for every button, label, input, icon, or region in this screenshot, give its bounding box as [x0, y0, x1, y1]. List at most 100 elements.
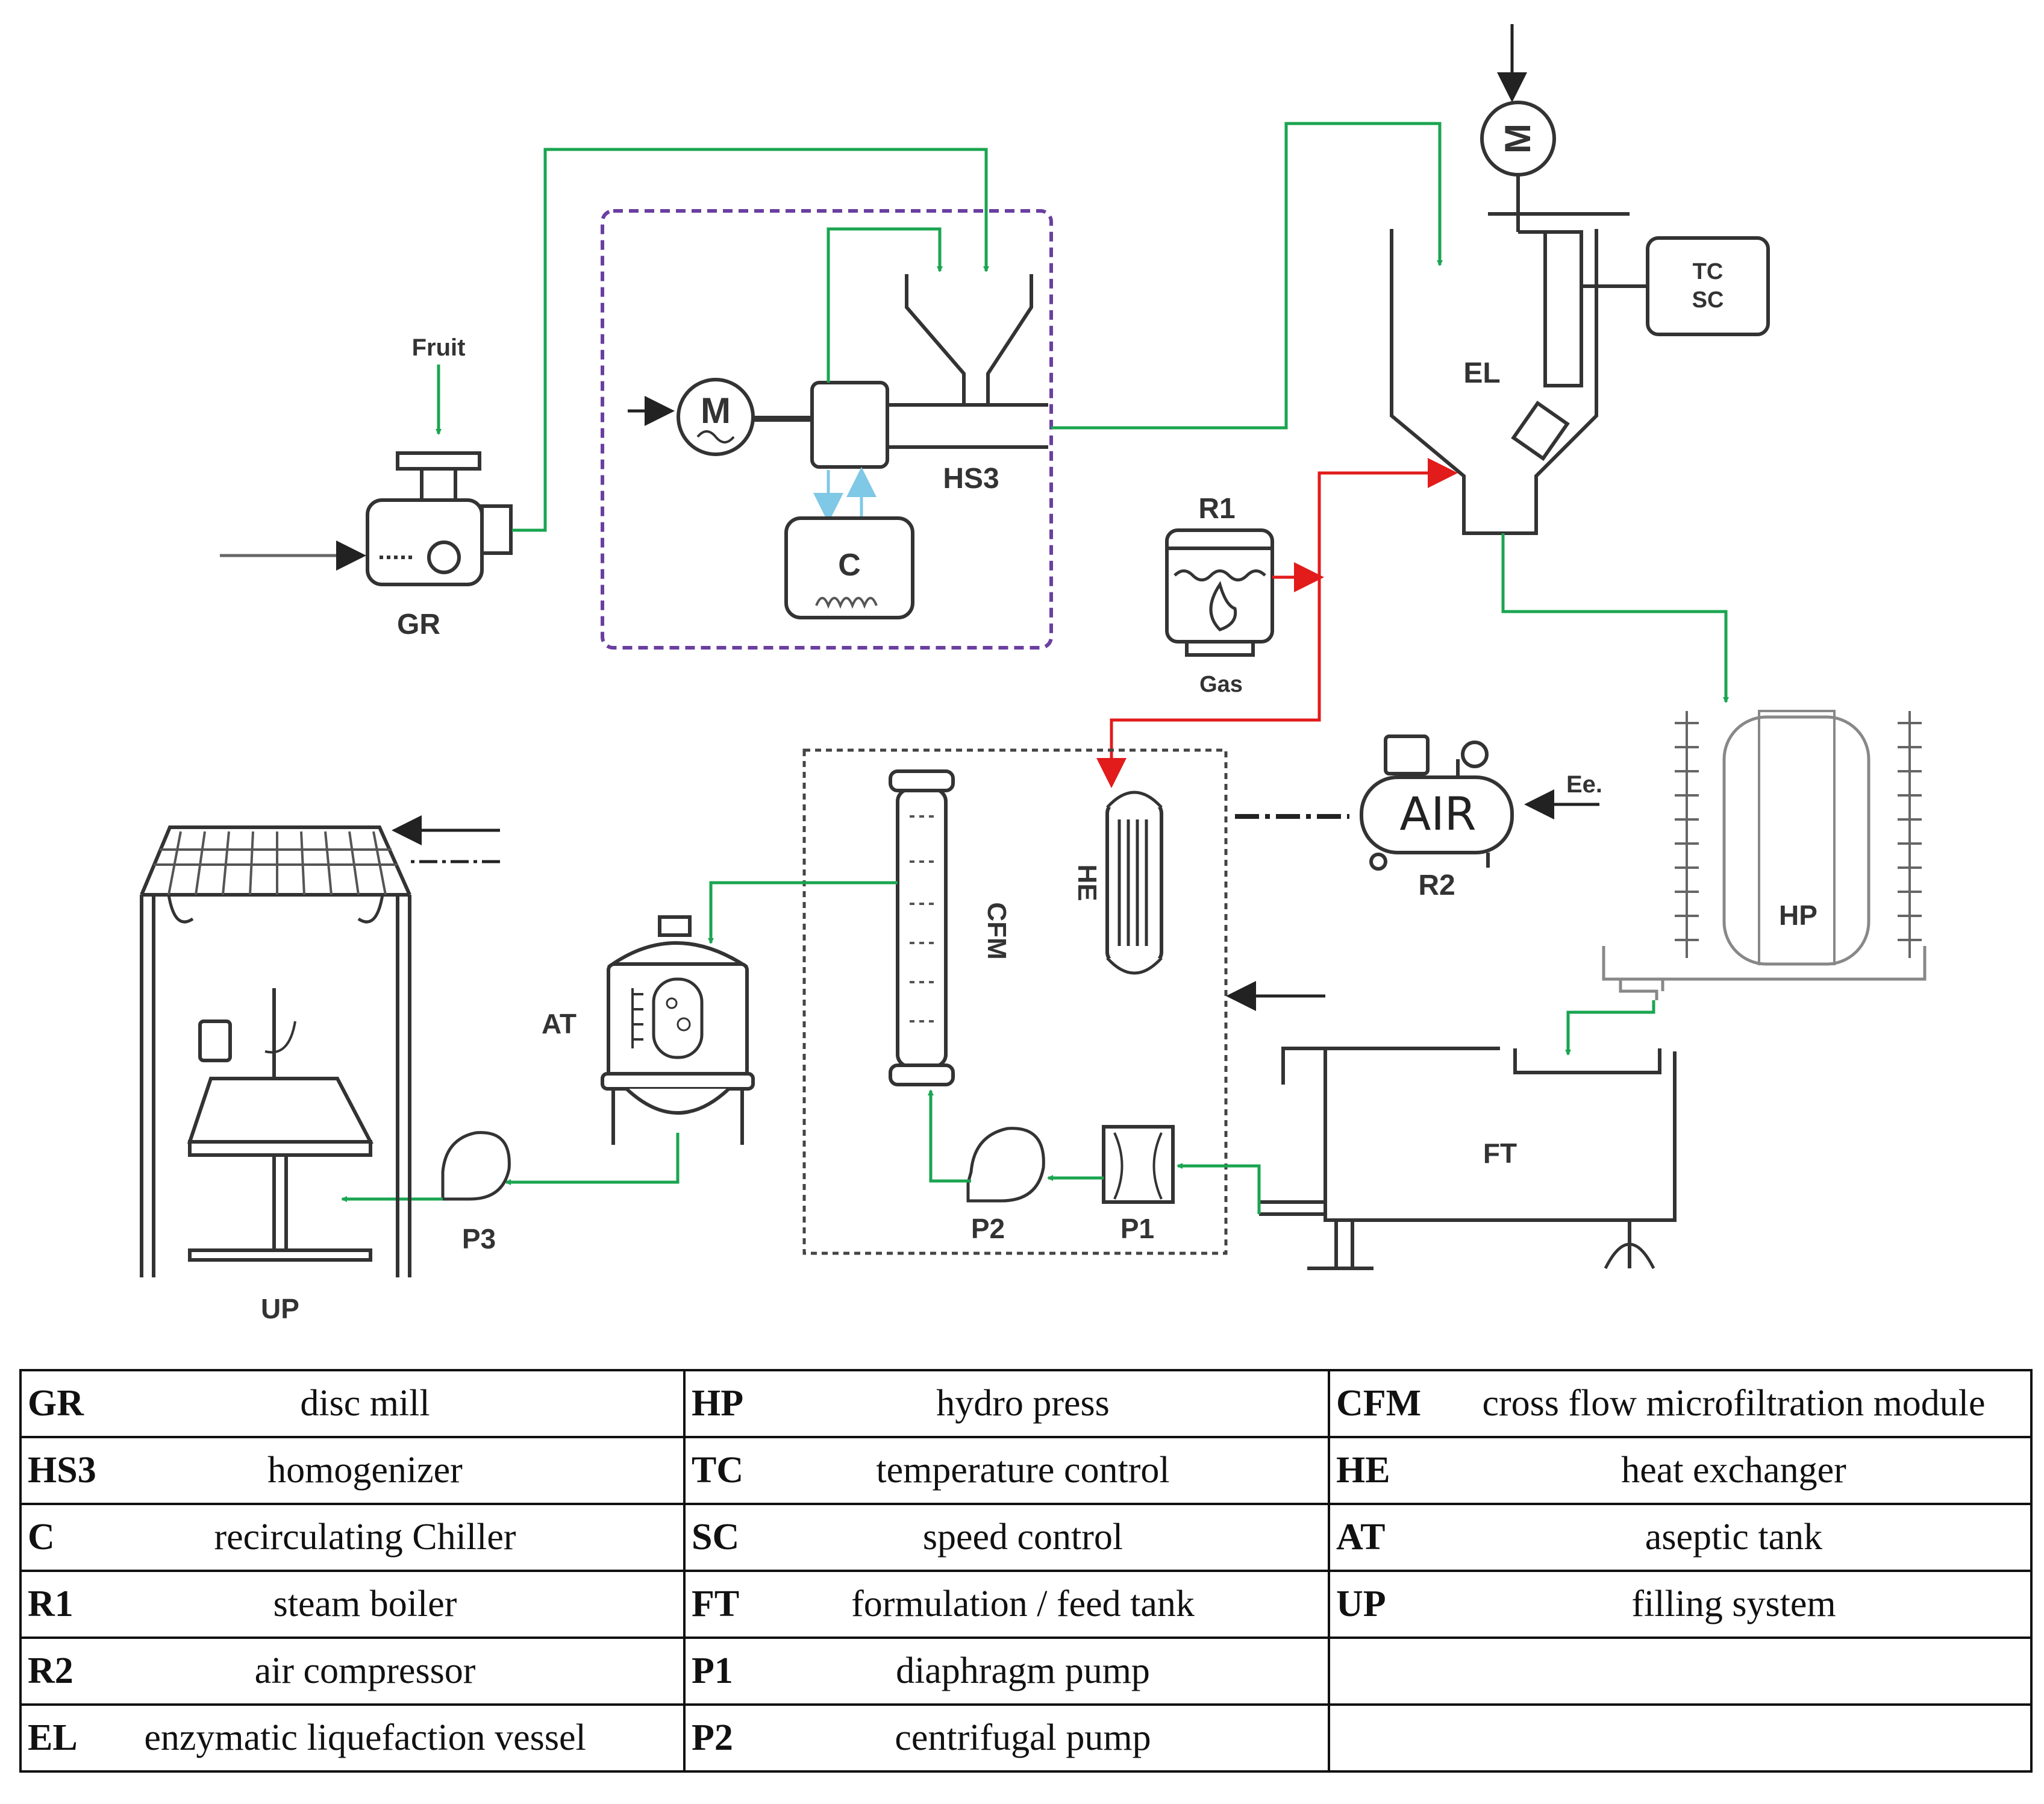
homogenizer-hs3: M C HS3	[601, 209, 1053, 650]
legend-abbreviation: FT	[692, 1583, 740, 1624]
flow-gr-to-hs3	[512, 148, 989, 532]
mill-hopper	[396, 451, 481, 471]
process-flow-diagram: Fruit GR M C HS3 M	[140, 24, 1927, 1324]
legend-abbreviation: GR	[28, 1383, 84, 1424]
hp-tray	[1602, 946, 1927, 981]
legend-description: aseptic tank	[1645, 1517, 1823, 1558]
at-bottom-dome	[625, 1087, 731, 1115]
at-band	[601, 1072, 755, 1091]
r2-label: R2	[1418, 869, 1455, 901]
centrifugal-pump-p2	[966, 1127, 1045, 1203]
legend-cell	[1328, 1703, 2033, 1773]
up-hook-left	[167, 894, 194, 924]
legend-description: enzymatic liquefaction vessel	[144, 1717, 586, 1758]
legend-description: heat exchanger	[1621, 1450, 1846, 1491]
feed-tank-ft: FT	[1259, 1047, 1677, 1270]
fruit-label: Fruit	[412, 334, 466, 361]
ee-label: Ee.	[1566, 771, 1602, 798]
hp-drum-band	[1758, 710, 1836, 965]
hp-label: HP	[1779, 900, 1817, 931]
p1-label: P1	[1120, 1213, 1154, 1244]
legend-abbreviation: R1	[28, 1583, 73, 1624]
flow-p2-to-cfm	[928, 1089, 971, 1183]
legend-abbreviation: C	[28, 1517, 55, 1558]
legend-abbreviation: UP	[1336, 1583, 1386, 1624]
filtration-module: CFM HE P1 P2	[802, 748, 1325, 1255]
legend-description: disc mill	[300, 1383, 430, 1424]
p2-label: P2	[971, 1213, 1005, 1244]
gr-label: GR	[397, 609, 440, 640]
at-top-nozzle	[658, 915, 692, 937]
legend-abbreviation: SC	[692, 1517, 740, 1558]
legend-abbreviation: TC	[692, 1450, 744, 1491]
flow-cfm-to-at	[708, 881, 898, 944]
he-body	[1105, 800, 1163, 966]
hs3-motor-label: M	[701, 390, 731, 431]
compressor-tank	[1360, 775, 1514, 854]
chiller-label: C	[838, 548, 861, 583]
legend-description: cross flow microfiltration module	[1482, 1383, 1986, 1424]
he-tubes	[1117, 819, 1148, 946]
compressor-wheel	[1369, 853, 1387, 871]
legend-abbreviation: R2	[28, 1650, 73, 1691]
flow-hs3-to-el	[1051, 122, 1443, 430]
legend-cell: R1 steam boiler	[19, 1570, 686, 1639]
boiler-flame-icon	[1209, 581, 1237, 631]
up-label: UP	[261, 1293, 299, 1324]
air-label: AIR	[1399, 787, 1476, 841]
cfm-membrane-marks	[910, 815, 937, 1023]
el-vessel-wall	[1390, 229, 1598, 535]
pump-p3	[441, 1131, 511, 1201]
up-hose	[264, 1021, 296, 1054]
at-bubble-icon	[666, 997, 678, 1009]
legend-abbreviation: AT	[1336, 1517, 1386, 1558]
aseptic-tank-at: AT	[542, 915, 755, 1145]
at-level-scale	[631, 988, 643, 1048]
legend-cell: SC speed control	[683, 1503, 1330, 1572]
legend-description: centrifugal pump	[895, 1717, 1151, 1758]
legend-cell	[1328, 1636, 2033, 1706]
air-compressor-r2: AIR Ee. R2	[1360, 734, 1602, 901]
gas-label: Gas	[1199, 672, 1243, 697]
pressure-gauge-icon	[1461, 741, 1489, 768]
legend-description: recirculating Chiller	[214, 1517, 516, 1558]
legend-abbreviation: HP	[692, 1383, 744, 1424]
flow-hs3-recirculation	[827, 227, 943, 383]
legend-description: filling system	[1631, 1583, 1836, 1624]
at-top-dome	[607, 941, 748, 969]
he-label: HE	[1072, 864, 1102, 901]
el-agitator-rod	[1543, 230, 1583, 387]
at-sight-window	[652, 977, 704, 1059]
p1-diaphragm-icon	[1113, 1132, 1163, 1200]
up-table-base	[188, 1248, 372, 1262]
compressor-motor	[1384, 734, 1430, 775]
mill-dial	[427, 540, 461, 574]
legend-description: homogenizer	[267, 1450, 463, 1491]
tc-label: TC	[1693, 259, 1724, 284]
legend-description: speed control	[922, 1517, 1124, 1558]
legend-cell: P2 centrifugal pump	[683, 1703, 1330, 1773]
legend-abbreviation: P2	[692, 1717, 733, 1758]
chiller-c	[784, 516, 914, 619]
tc-sc-controller	[1646, 236, 1770, 336]
up-table-edge	[188, 1140, 372, 1157]
flow-el-to-hp	[1501, 533, 1729, 703]
legend-description: temperature control	[876, 1450, 1170, 1491]
legend-description: steam boiler	[273, 1583, 457, 1624]
hs3-motor-wave	[696, 430, 735, 443]
boiler-water-wave	[1174, 569, 1266, 581]
flow-at-to-p3	[505, 1133, 680, 1185]
legend-abbreviation: P1	[692, 1650, 733, 1691]
